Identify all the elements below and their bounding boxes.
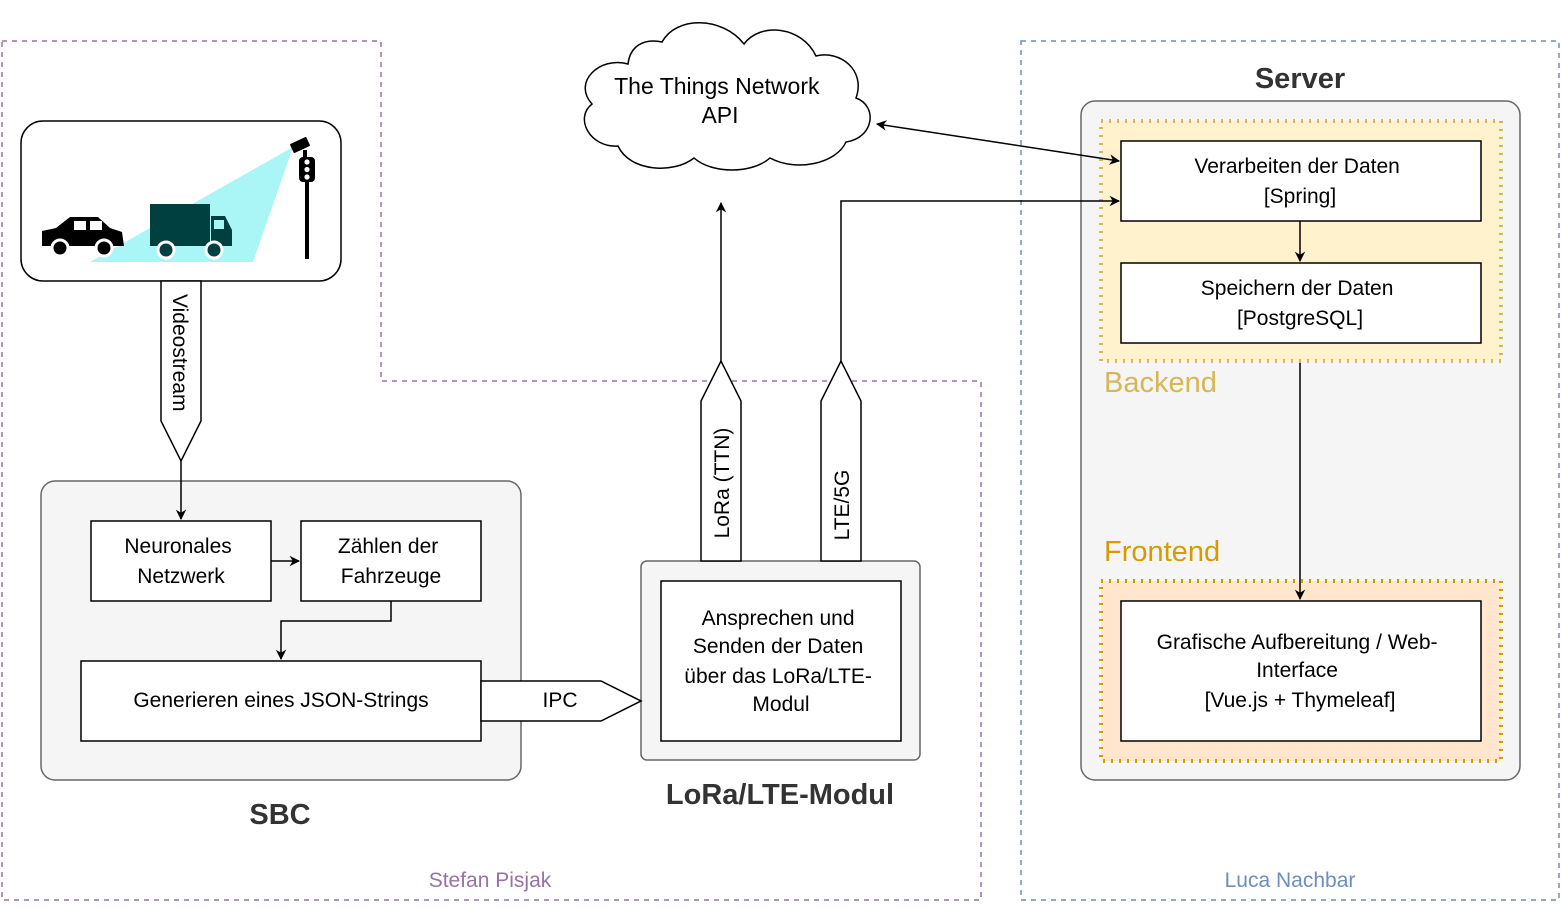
lte-5g-label: LTE/5G xyxy=(831,470,854,541)
store-data-label-2: [PostgreSQL] xyxy=(1237,307,1363,330)
author-right-label: Luca Nachbar xyxy=(1225,869,1356,892)
count-vehicles-box[interactable] xyxy=(300,520,482,602)
count-vehicles-label-1: Zählen der xyxy=(338,535,438,558)
luca-region-border xyxy=(1020,40,1560,901)
frontend-label: Frontend xyxy=(1104,536,1220,568)
ipc-label: IPC xyxy=(542,689,577,712)
send-data-label-4: Modul xyxy=(752,693,809,716)
send-data-label-2: Senden der Daten xyxy=(693,635,863,658)
sbc-title: SBC xyxy=(249,799,310,831)
svg-text:Speichern der Daten [Postg: Speichern der Daten [PostgreSQL] xyxy=(1201,277,1399,330)
backend-label: Backend xyxy=(1104,367,1217,399)
send-data-box[interactable] xyxy=(660,580,902,742)
neural-network-label-1: Neuronales xyxy=(124,535,231,558)
svg-text:Neuronales Netzwerk: Neuronales Netzwerk xyxy=(124,535,237,588)
traffic-camera-illustration xyxy=(20,120,342,282)
graphic-ui-box[interactable] xyxy=(1120,600,1482,742)
ttn-cloud-shape xyxy=(583,22,871,171)
truck-icon xyxy=(150,204,232,260)
car-icon xyxy=(42,217,124,258)
process-data-label-1: Verarbeiten der Daten xyxy=(1194,155,1399,178)
videostream-connector xyxy=(160,280,202,463)
send-data-label-3: über das LoRa/LTE- xyxy=(684,665,872,688)
arrow-lte-to-server xyxy=(840,195,1121,361)
store-data-box[interactable] xyxy=(1120,262,1482,344)
svg-text:The Things Network API: The Things Network API xyxy=(614,73,826,128)
generate-json-label: Generieren eines JSON-Strings xyxy=(133,689,428,712)
send-data-label-1: Ansprechen und xyxy=(702,607,855,630)
cloud-label-2: API xyxy=(701,102,738,128)
neural-network-box[interactable] xyxy=(90,520,272,602)
lora-ttn-connector xyxy=(700,359,742,562)
videostream-label: Videostream xyxy=(168,294,191,412)
svg-text:Verarbeiten der Daten [Spr: Verarbeiten der Daten [Spring] xyxy=(1194,155,1405,208)
svg-text:Grafische Aufbereitung / Web-: Grafische Aufbereitung / Web- Interface … xyxy=(1157,631,1444,712)
process-data-label-2: [Spring] xyxy=(1264,185,1336,208)
generate-json-box[interactable] xyxy=(80,660,482,742)
graphic-ui-label-1: Grafische Aufbereitung / Web- xyxy=(1157,631,1438,654)
graphic-ui-label-3: [Vue.js + Thymeleaf] xyxy=(1205,689,1396,712)
count-vehicles-label-2: Fahrzeuge xyxy=(341,565,441,588)
cloud-label-1: The Things Network xyxy=(614,73,820,99)
svg-text:Ansprechen und Senden der: Ansprechen und Senden der Daten über das… xyxy=(684,607,877,716)
lora-ttn-label: LoRa (TTN) xyxy=(711,428,734,539)
author-left-label: Stefan Pisjak xyxy=(429,869,552,892)
lora-module-title: LoRa/LTE-Modul xyxy=(666,779,894,811)
arrow-count-to-json xyxy=(275,601,392,661)
ipc-connector xyxy=(480,680,643,722)
arrow-cloud-server-bidirectional xyxy=(875,120,1121,165)
server-title: Server xyxy=(1255,63,1345,95)
store-data-label-1: Speichern der Daten xyxy=(1201,277,1394,300)
traffic-light-camera-icon xyxy=(290,136,315,259)
process-data-box[interactable] xyxy=(1120,140,1482,222)
lte-5g-connector xyxy=(820,359,862,562)
neural-network-label-2: Netzwerk xyxy=(137,565,225,588)
graphic-ui-label-2: Interface xyxy=(1256,659,1338,682)
svg-text:Zählen der Fahrzeuge: Zählen der Fahrzeuge xyxy=(338,535,444,588)
